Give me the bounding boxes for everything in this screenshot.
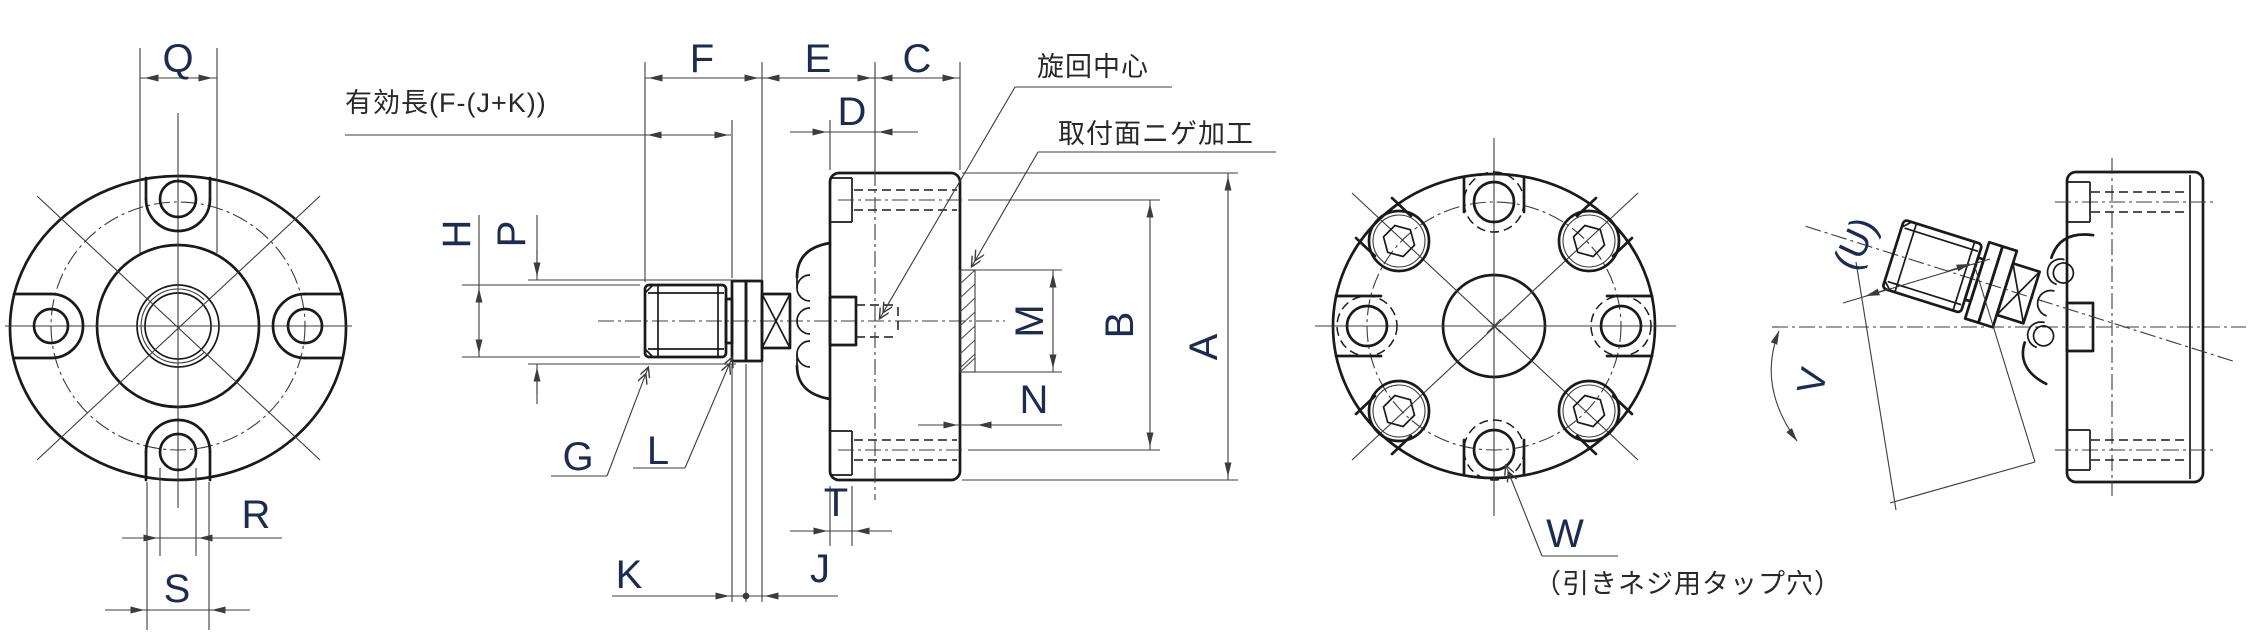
joint-body xyxy=(2055,158,2216,496)
dim-label-p: P xyxy=(490,221,534,248)
dim-label-q: Q xyxy=(162,37,193,81)
tap-hole-note-text: （引きネジ用タップ穴） xyxy=(1534,569,1842,599)
dim-label-j: J xyxy=(810,547,830,591)
dim-t: T xyxy=(790,481,892,546)
dim-m: M xyxy=(963,269,1062,373)
hex-bolt-bottom-left xyxy=(1354,379,1431,456)
dim-label-s: S xyxy=(164,567,191,611)
dim-label-t: T xyxy=(824,481,848,525)
dim-h: H xyxy=(435,215,640,358)
dim-f-e-c: F E C xyxy=(644,37,961,602)
dim-label-g: G xyxy=(562,435,593,479)
dim-label-f: F xyxy=(690,37,714,81)
dim-n: N xyxy=(918,378,1062,429)
tap-hole-top xyxy=(1462,171,1526,233)
swivel-center-text: 旋回中心 xyxy=(1037,52,1149,82)
dim-label-m: M xyxy=(1008,304,1052,337)
ear-right xyxy=(271,292,344,360)
front-view: Q R S xyxy=(5,37,352,630)
stud-socket xyxy=(2065,301,2095,353)
tap-hole-right xyxy=(1590,294,1654,358)
ear-bottom xyxy=(144,418,212,482)
dim-label-d: D xyxy=(838,90,867,134)
stud-socket xyxy=(828,295,858,347)
dim-q: Q xyxy=(139,37,218,253)
swivel-flange xyxy=(795,241,832,401)
dim-a: A xyxy=(962,172,1238,481)
effective-length-note: 有効長(F-(J+K)) xyxy=(345,88,547,118)
dim-p: P xyxy=(490,215,736,404)
ear-left xyxy=(12,292,85,360)
dim-label-v: V xyxy=(1790,364,1836,398)
dim-effective-length: 有効長(F-(J+K)) xyxy=(345,88,747,602)
ear-top xyxy=(144,176,212,233)
dim-label-l: L xyxy=(647,429,669,473)
dim-label-e: E xyxy=(805,37,832,81)
dim-r: R xyxy=(122,468,282,556)
dim-label-c: C xyxy=(903,37,932,81)
dim-s: S xyxy=(105,482,250,630)
label-l: L xyxy=(633,358,732,473)
dim-k-j: K J xyxy=(612,547,838,600)
dim-b: B xyxy=(968,199,1160,451)
rear-view: W （引きネジ用タップ穴） xyxy=(1315,138,1842,599)
label-g: G xyxy=(551,368,648,479)
spherical-washer-box xyxy=(760,292,792,350)
mount-relief-text: 取付面ニゲ加工 xyxy=(1058,119,1254,149)
label-w: W （引きネジ用タップ穴） xyxy=(1506,466,1842,599)
hex-bolt-bottom-right xyxy=(1557,379,1634,456)
dim-label-n: N xyxy=(1020,378,1049,422)
dim-d: D xyxy=(790,90,918,170)
hex-bolt-top-left xyxy=(1354,196,1431,273)
tap-hole-left xyxy=(1334,294,1398,358)
joint-body xyxy=(828,171,963,482)
hex-bolt-top-right xyxy=(1557,196,1634,273)
dim-label-k: K xyxy=(616,553,643,597)
centerline-diag2 xyxy=(36,195,321,461)
note-swivel-center: 旋回中心 xyxy=(880,52,1172,318)
tap-hole-bottom xyxy=(1462,419,1526,481)
dim-label-h: H xyxy=(435,220,479,249)
tilt-view: (U) V xyxy=(1770,158,2246,511)
dim-label-b: B xyxy=(1098,312,1142,339)
tilted-stud-assembly xyxy=(1805,219,2233,386)
dim-v: V xyxy=(1770,330,1836,442)
side-view: F E C 有効長(F-(J+K)) D H xyxy=(345,37,1276,602)
dim-label-w: W xyxy=(1546,512,1584,556)
note-mount-relief: 取付面ニゲ加工 xyxy=(972,119,1276,266)
dim-label-u: (U) xyxy=(1826,211,1886,277)
dim-u: (U) xyxy=(1826,211,2036,511)
dim-label-a: A xyxy=(1182,333,1226,360)
chain-dot xyxy=(742,592,750,600)
dim-label-r: R xyxy=(242,493,271,537)
